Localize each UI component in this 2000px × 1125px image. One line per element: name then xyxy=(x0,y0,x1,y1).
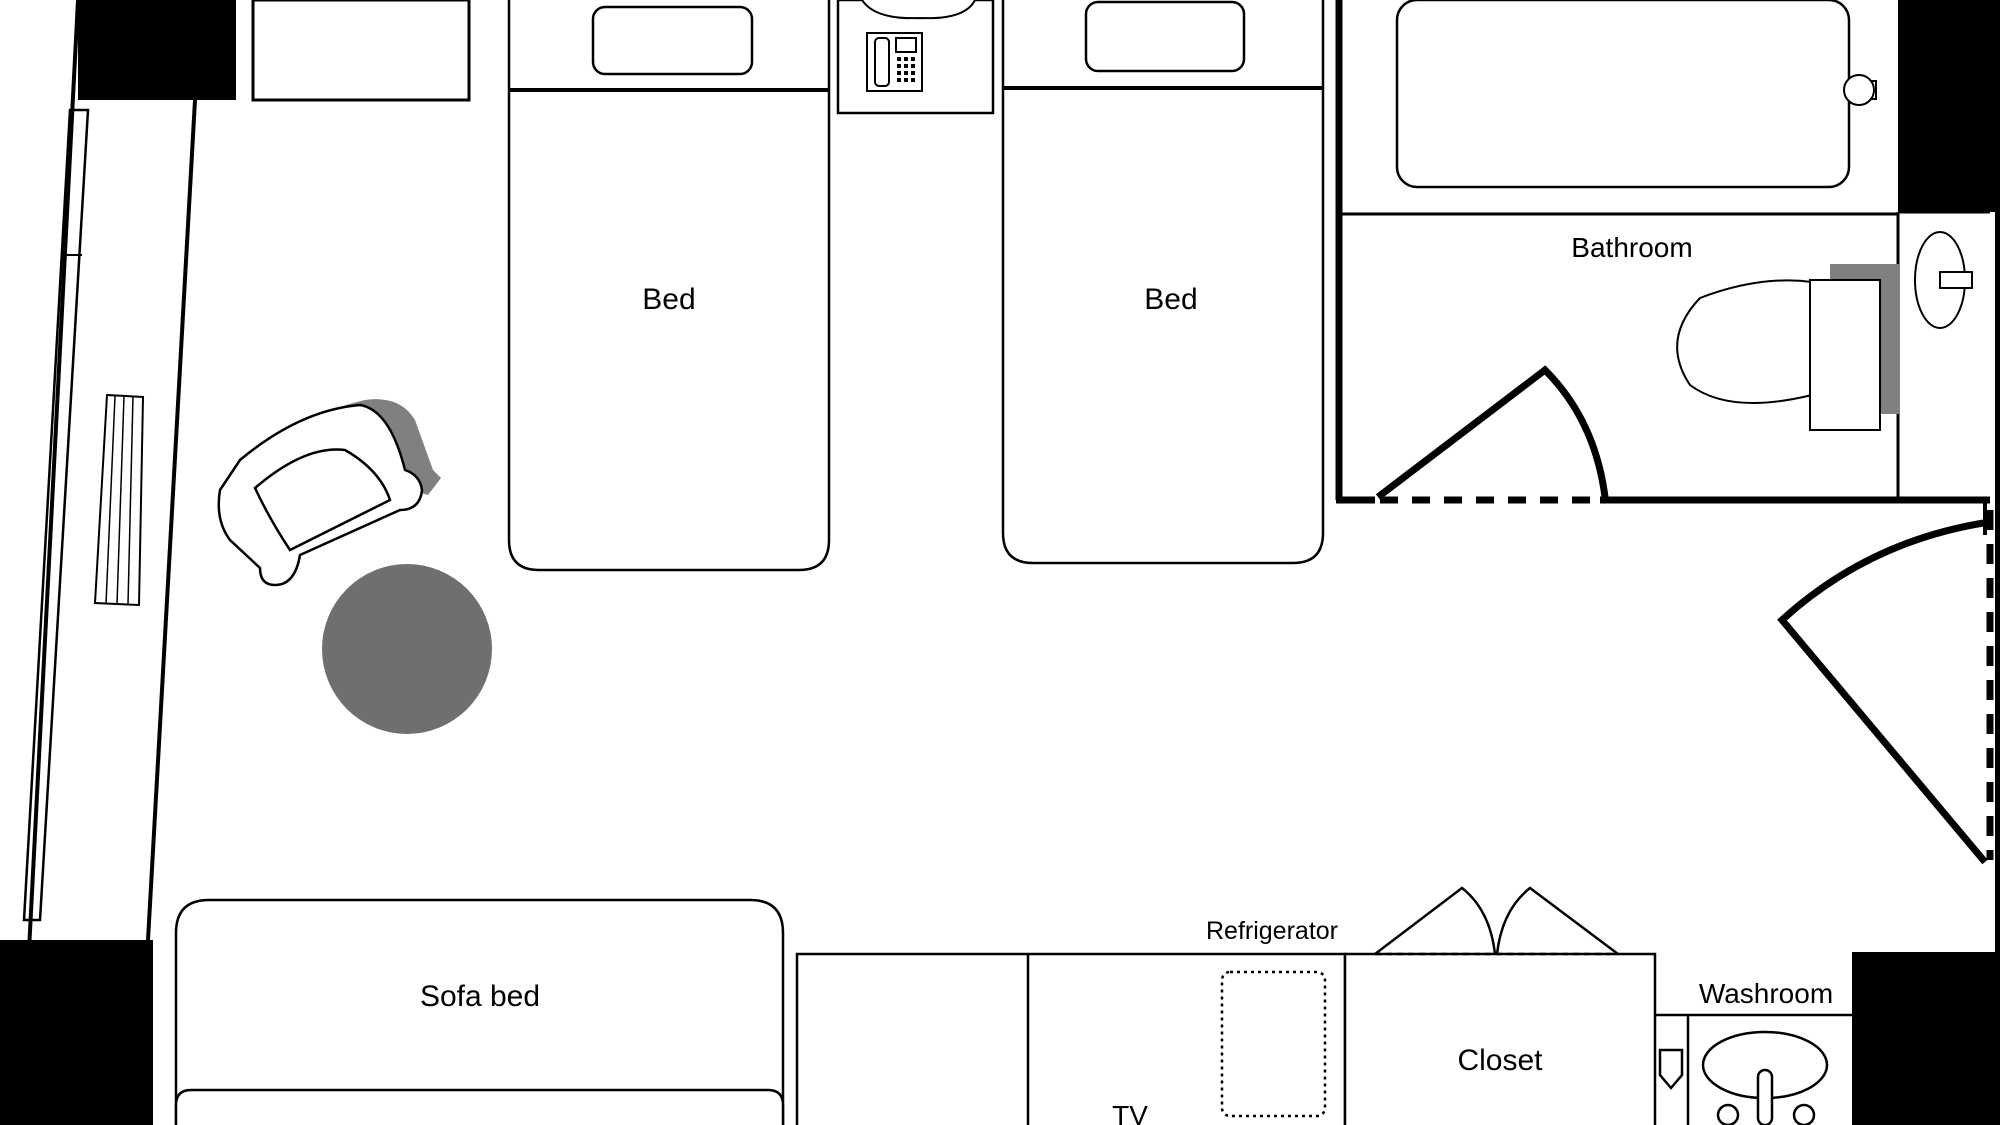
washroom xyxy=(1655,1013,1883,1125)
closet-label: Closet xyxy=(1457,1044,1543,1077)
closet-door-left xyxy=(1374,886,1497,955)
window-wall xyxy=(18,0,197,1125)
pillow-left xyxy=(591,5,754,76)
bed-left xyxy=(507,0,831,572)
wall-bottom-right-block xyxy=(1852,952,2000,1125)
tv-label: TV xyxy=(1112,1100,1148,1125)
bathroom-label: Bathroom xyxy=(1571,232,1692,263)
washroom-label: Washroom xyxy=(1699,978,1833,1009)
bathtub-faucet xyxy=(1843,74,1877,106)
toilet-icon xyxy=(1676,264,1900,431)
washroom-sink-icon xyxy=(1701,1030,1829,1125)
lamp xyxy=(861,0,976,20)
entrance-door xyxy=(1777,500,1994,865)
telephone-icon xyxy=(866,32,923,92)
armchair xyxy=(217,399,441,587)
window-handle xyxy=(93,393,145,607)
bed-right xyxy=(1001,0,1325,565)
round-table xyxy=(322,564,492,734)
tv-counter xyxy=(795,952,1347,1125)
nightstand xyxy=(836,0,995,115)
bathroom xyxy=(1335,0,1990,504)
bed-left-label: Bed xyxy=(642,283,695,316)
bathtub xyxy=(1395,0,1851,189)
closet-door-right xyxy=(1495,886,1619,955)
refrigerator-label: Refrigerator xyxy=(1206,917,1338,945)
wall-top-right-block xyxy=(1898,0,2000,212)
closet xyxy=(1343,886,1657,1125)
bed-right-label: Bed xyxy=(1144,283,1197,316)
sofa-bed-label: Sofa bed xyxy=(420,980,540,1013)
wall-top-left-block xyxy=(78,0,236,100)
desk xyxy=(251,0,471,102)
pillow-right xyxy=(1084,0,1246,73)
bathroom-door xyxy=(1375,365,1609,500)
wall-right-strip xyxy=(1995,0,2000,1125)
sofa-bed xyxy=(174,898,785,1125)
washroom-mirror xyxy=(1852,1023,1883,1125)
washroom-dispenser xyxy=(1658,1048,1684,1090)
refrigerator xyxy=(1220,970,1327,1118)
bathroom-sink-icon xyxy=(1914,231,1973,329)
